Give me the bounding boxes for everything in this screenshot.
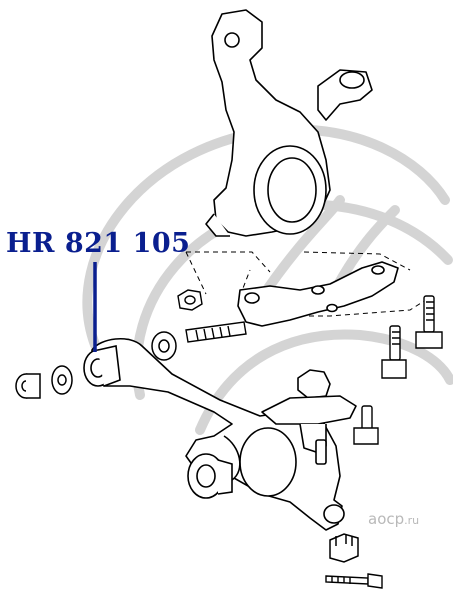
watermark-brand-text: aocp.ru <box>368 510 419 528</box>
watermark-brand: aocp <box>368 510 405 528</box>
bushing-rear-highlighted <box>83 345 121 387</box>
threaded-rod <box>185 321 247 343</box>
part-number-label: HR 821 105 <box>6 228 191 259</box>
bolt-right-2 <box>381 325 407 379</box>
washer-left <box>51 365 73 395</box>
bolt-right-1 <box>415 295 443 349</box>
bushing-left-end <box>15 373 41 399</box>
strut-bar-bracket <box>237 261 399 327</box>
bolt-right-3 <box>353 405 379 445</box>
nut-upper <box>177 289 203 311</box>
castle-nut <box>329 533 359 563</box>
lower-control-arm <box>91 338 345 531</box>
bushing-front <box>187 453 233 499</box>
ball-joint <box>261 369 357 465</box>
watermark-tld: .ru <box>404 514 420 527</box>
washer-mid <box>151 331 177 361</box>
long-bolt-bottom <box>325 573 383 589</box>
steering-knuckle <box>205 9 373 237</box>
